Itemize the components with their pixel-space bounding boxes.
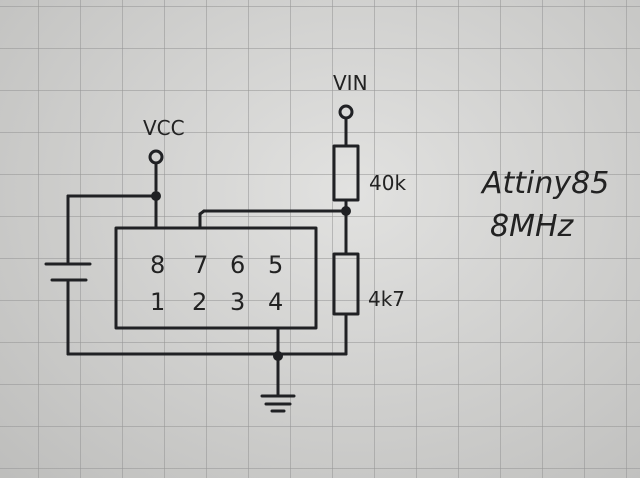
resistor-4k7-label: 4k7 <box>368 287 405 311</box>
pin-5: 5 <box>268 251 283 279</box>
pin-4: 4 <box>268 288 283 316</box>
ic-body <box>114 226 318 330</box>
chip-name: Attiny85 <box>480 166 609 201</box>
pin7-wire <box>198 206 351 230</box>
battery <box>44 194 348 356</box>
vin-terminal <box>338 104 354 148</box>
pin-8: 8 <box>150 251 165 279</box>
pin-6: 6 <box>230 251 245 279</box>
pin-7: 7 <box>193 251 208 279</box>
clock-speed: 8MHz <box>490 209 575 244</box>
resistor-40k <box>332 144 360 202</box>
pin-2: 2 <box>192 288 207 316</box>
pin-3: 3 <box>230 288 245 316</box>
ground <box>260 326 296 413</box>
resistor-4k7 <box>332 252 360 316</box>
resistor-40k-label: 40k <box>369 171 406 195</box>
vcc-label: VCC <box>143 116 185 140</box>
vcc-terminal <box>148 149 164 230</box>
pin-1: 1 <box>150 288 165 316</box>
vin-label: VIN <box>333 71 368 95</box>
